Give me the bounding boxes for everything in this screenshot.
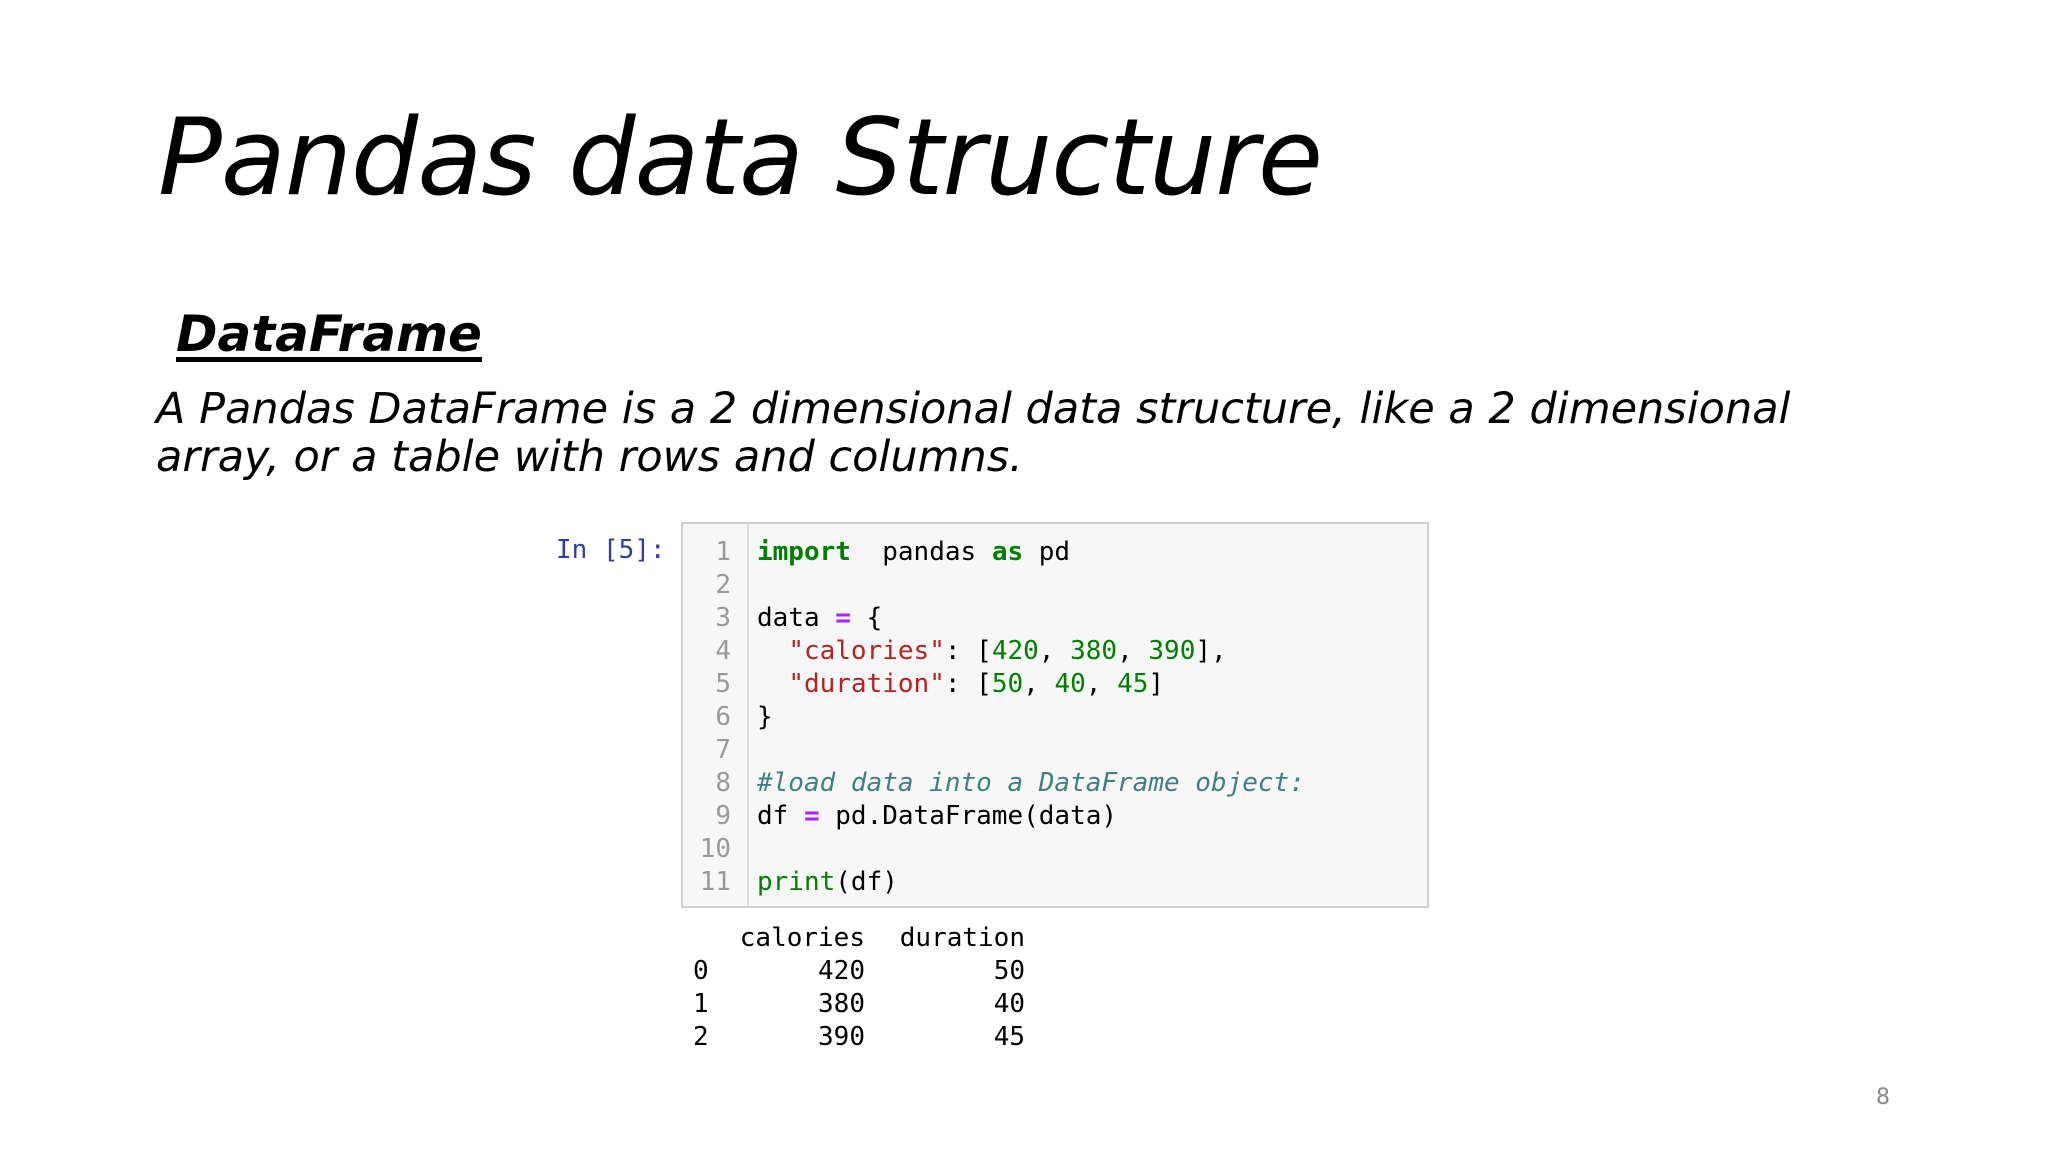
output-header-row: calories duration — [690, 922, 1050, 955]
line-number: 7 — [715, 735, 731, 765]
code-line: print(df) — [757, 866, 898, 899]
cell-output: calories duration 0 420 50 1 380 40 2 39… — [690, 922, 1050, 1054]
code-token: "calories" — [788, 636, 945, 666]
code-line: "calories": [420, 380, 390], — [757, 635, 1227, 668]
code-token: = — [803, 801, 820, 831]
code-token: = — [835, 603, 851, 633]
code-token: ] — [1148, 669, 1165, 699]
code-token: import — [757, 537, 851, 567]
code-token: : [ — [944, 669, 992, 699]
code-token — [757, 669, 788, 699]
line-number: 10 — [699, 834, 731, 864]
code-line: } — [757, 701, 773, 734]
code-token: , — [1038, 636, 1071, 666]
page-number: 8 — [1876, 1085, 1890, 1110]
code-token: pd.DataFrame(data) — [819, 801, 1118, 831]
output-index: 2 — [693, 1022, 709, 1052]
output-index: 1 — [693, 989, 709, 1019]
code-token: 45 — [1117, 669, 1149, 699]
line-number: 8 — [715, 768, 731, 798]
output-cell: 40 — [993, 989, 1025, 1019]
output-index: 0 — [693, 956, 709, 986]
code-token: pd — [1023, 537, 1071, 567]
line-number: 1 — [715, 537, 731, 567]
code-token: ], — [1195, 636, 1227, 666]
line-number: 11 — [699, 867, 731, 897]
code-token: #load data into a DataFrame object: — [757, 768, 1305, 798]
code-token: { — [850, 603, 883, 633]
code-token: print — [757, 867, 836, 897]
line-number: 3 — [715, 603, 731, 633]
description-text: A Pandas DataFrame is a 2 dimensional da… — [156, 384, 1791, 482]
code-token: , — [1117, 636, 1149, 666]
code-token: pandas — [850, 537, 992, 567]
code-token — [757, 636, 788, 666]
code-token: 390 — [1148, 636, 1196, 666]
output-row: 0 420 50 — [690, 955, 1050, 988]
code-token: 420 — [991, 636, 1039, 666]
code-token: 380 — [1070, 636, 1118, 666]
output-cell: 50 — [993, 956, 1025, 986]
code-token: 50 — [991, 669, 1024, 699]
code-token: df — [757, 801, 804, 831]
output-cell: 420 — [818, 956, 865, 986]
line-number: 6 — [715, 702, 731, 732]
code-token: , — [1023, 669, 1055, 699]
output-row: 1 380 40 — [690, 988, 1050, 1021]
output-cell: 45 — [993, 1022, 1025, 1052]
output-column-header: calories — [739, 923, 865, 953]
code-token: , — [1085, 669, 1118, 699]
code-token: (df) — [835, 867, 898, 897]
cell-prompt: In [5]: — [556, 535, 666, 565]
output-cell: 380 — [818, 989, 865, 1019]
section-heading: DataFrame — [176, 305, 482, 363]
line-number: 4 — [715, 636, 731, 666]
line-number: 9 — [715, 801, 731, 831]
code-token: } — [757, 702, 773, 732]
code-token: data — [757, 603, 836, 633]
code-line: #load data into a DataFrame object: — [757, 767, 1305, 800]
code-token: : [ — [944, 636, 992, 666]
output-column-header: duration — [899, 923, 1025, 953]
code-token: as — [991, 537, 1024, 567]
output-row: 2 390 45 — [690, 1021, 1050, 1054]
code-line: data = { — [757, 602, 882, 635]
code-line: df = pd.DataFrame(data) — [757, 800, 1117, 833]
code-line: import pandas as pd — [757, 536, 1070, 569]
slide-title: Pandas data Structure — [158, 96, 1323, 219]
line-number: 5 — [715, 669, 731, 699]
output-cell: 390 — [818, 1022, 865, 1052]
code-token: "duration" — [788, 669, 945, 699]
code-line: "duration": [50, 40, 45] — [757, 668, 1164, 701]
line-number: 2 — [715, 570, 731, 600]
code-token: 40 — [1054, 669, 1086, 699]
